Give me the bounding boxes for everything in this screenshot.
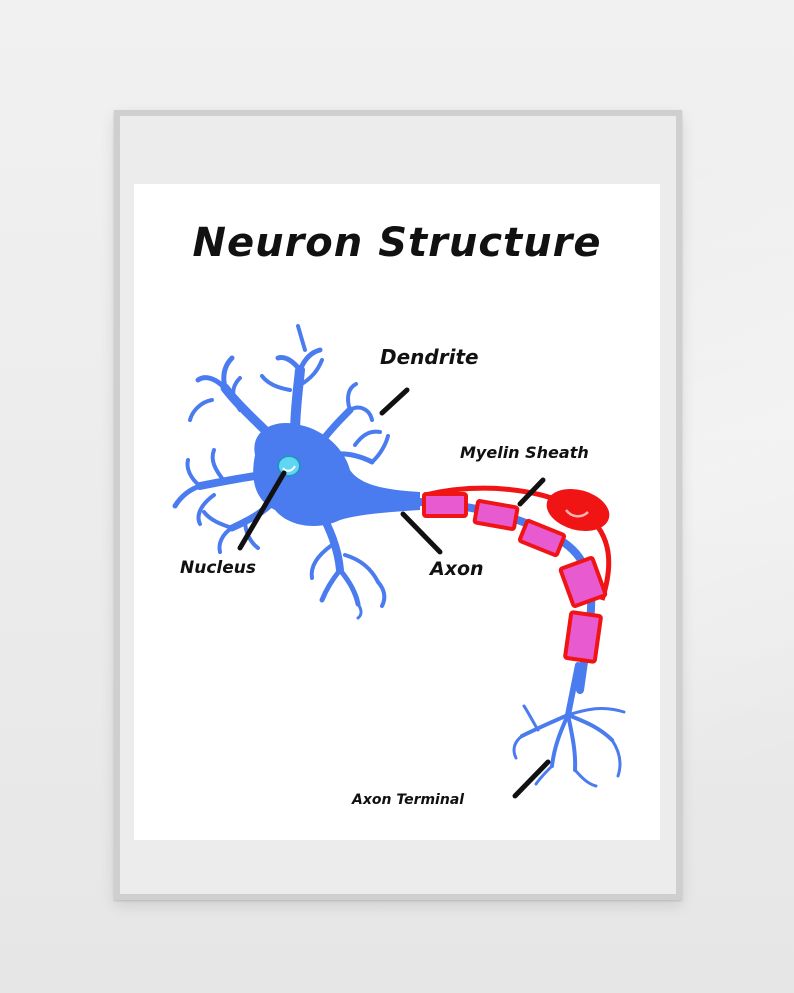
- label-myelin-sheath: Myelin Sheath: [460, 443, 589, 462]
- cell-body: [253, 423, 420, 526]
- axon-core: [416, 498, 596, 694]
- label-axon-terminal: Axon Terminal: [352, 792, 465, 808]
- axon-terminal-branches: [512, 662, 626, 788]
- leader-lines: [237, 387, 551, 799]
- poster-title: Neuron Structure: [192, 220, 602, 266]
- myelin-segments: [422, 492, 608, 664]
- light-streak: [674, 160, 794, 760]
- label-nucleus: Nucleus: [180, 558, 256, 578]
- schwann-cell: [546, 488, 610, 532]
- label-dendrite: Dendrite: [380, 345, 479, 369]
- label-axon: Axon: [430, 558, 484, 580]
